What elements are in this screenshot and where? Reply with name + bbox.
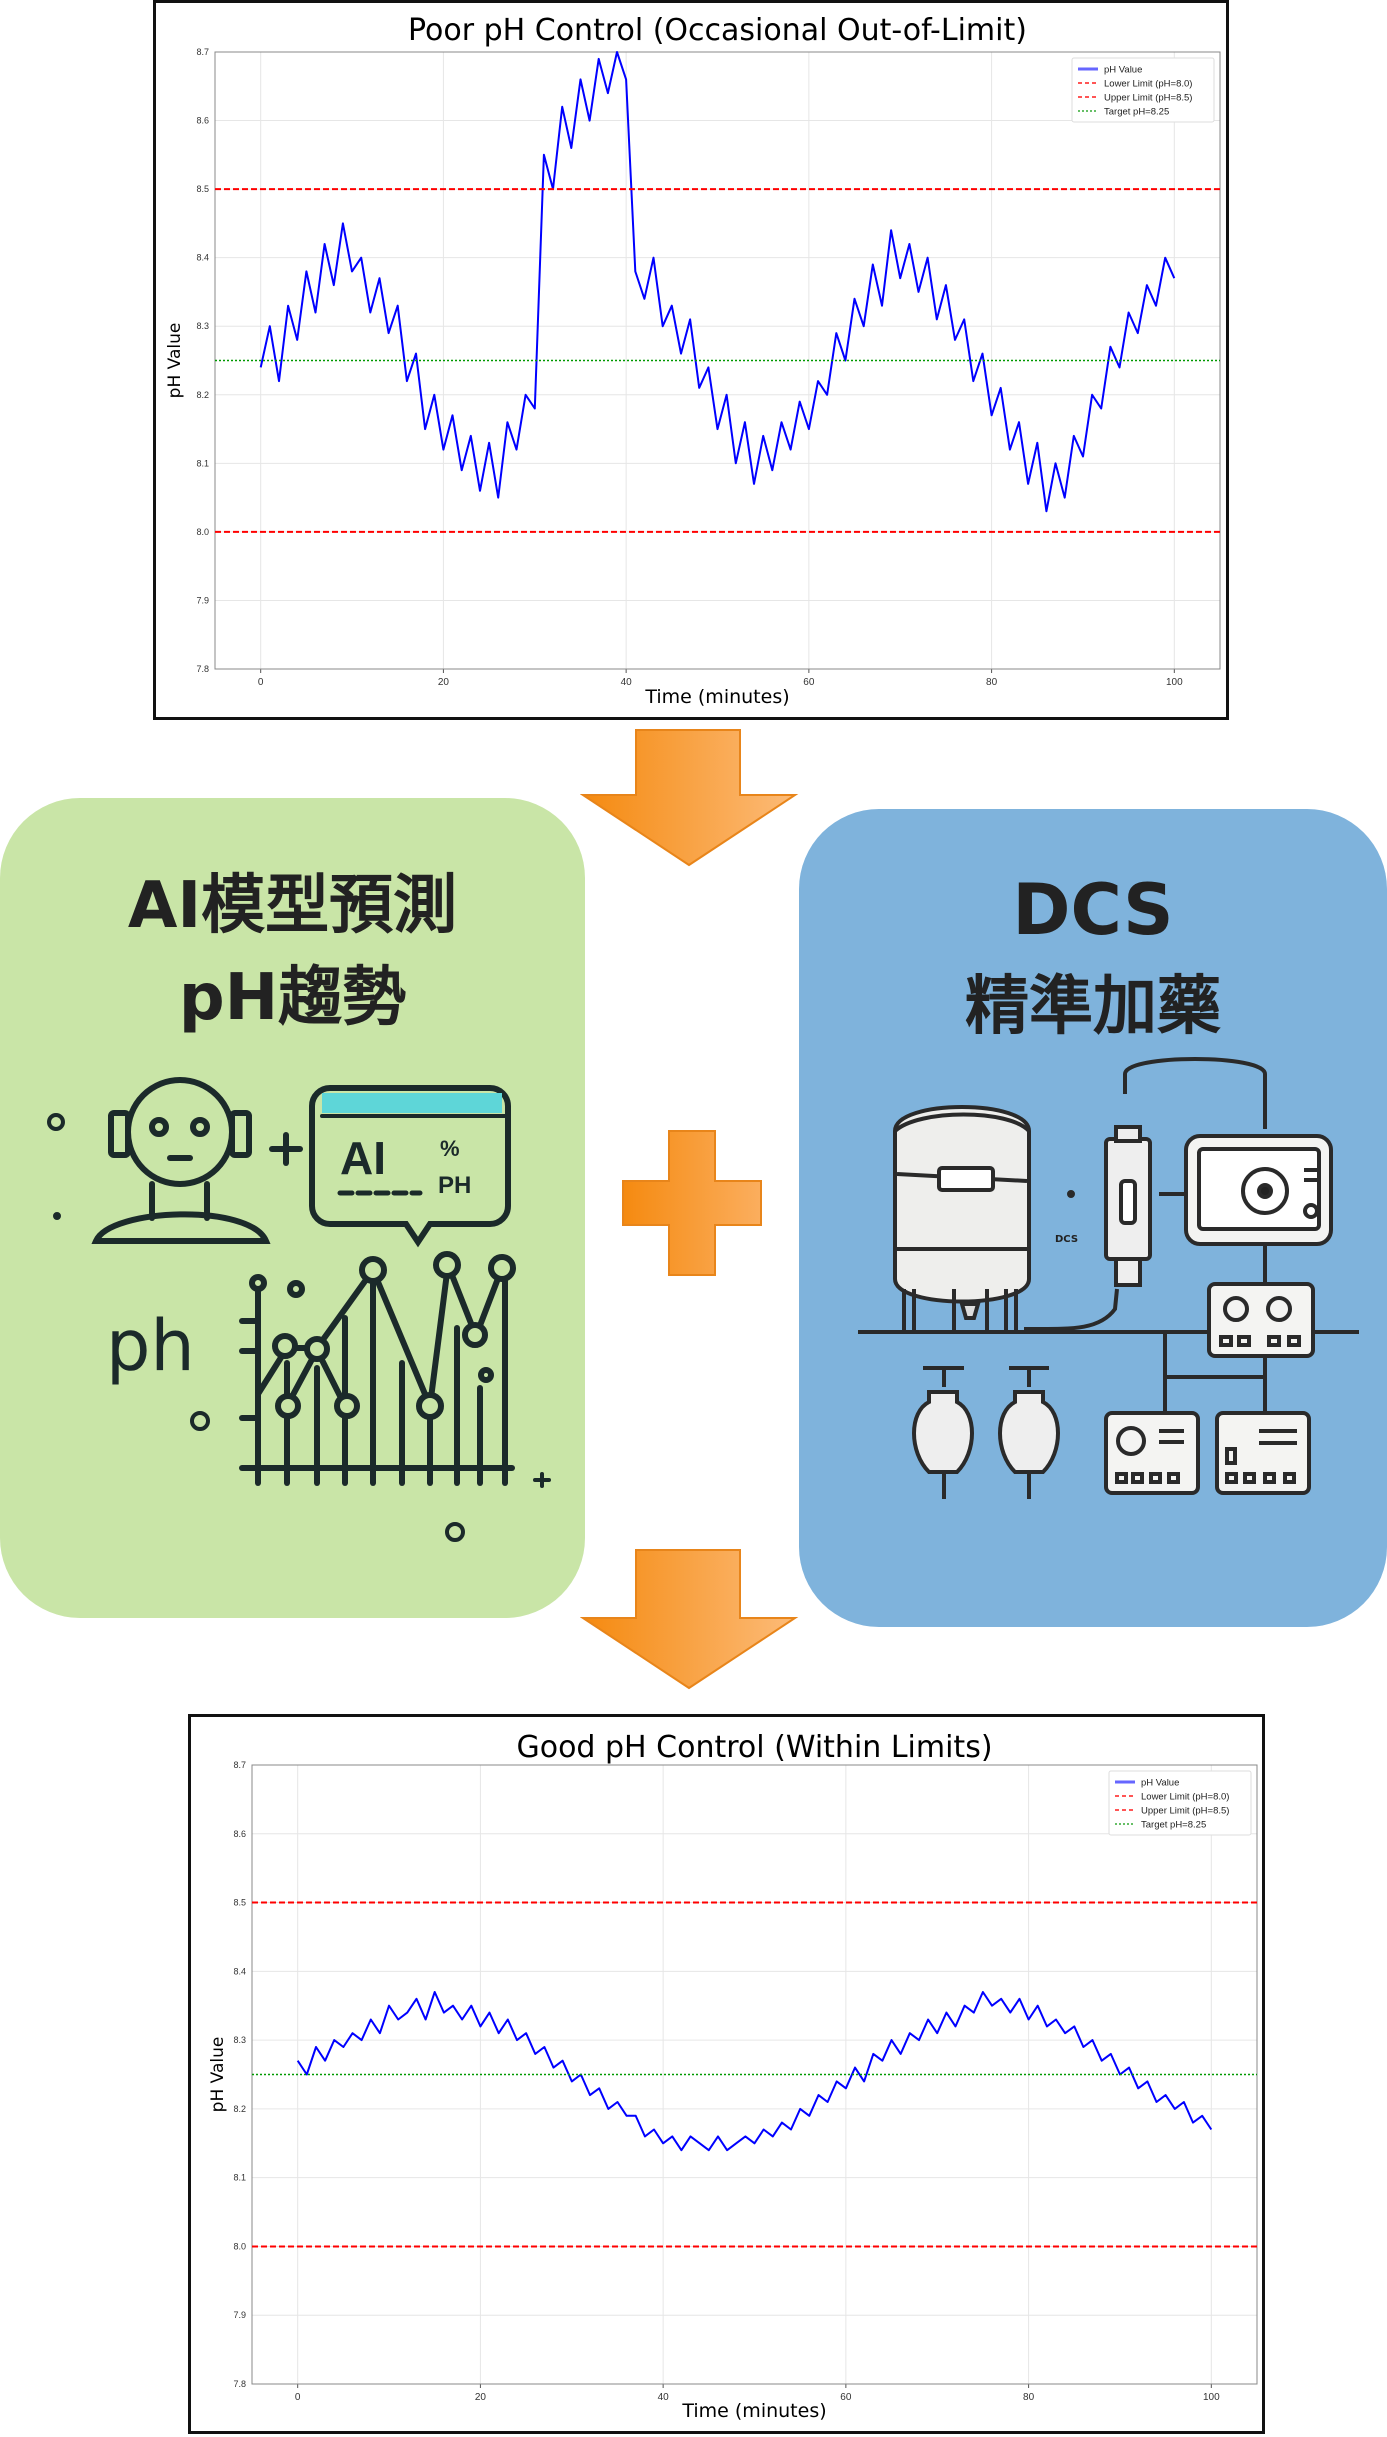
- plus-small-icon: [269, 1132, 303, 1166]
- y-tick-label: 8.0: [196, 527, 209, 537]
- x-tick-label: 20: [475, 2392, 487, 2403]
- svg-text:%: %: [440, 1136, 460, 1161]
- ai-illustration: AI % PH ph: [47, 1077, 551, 1542]
- chart-title: Good pH Control (Within Limits): [516, 1730, 992, 1765]
- dosing-bottle-icon: [912, 1366, 974, 1499]
- legend-entry: Upper Limit (pH=8.5): [1104, 93, 1192, 104]
- y-tick-label: 7.9: [196, 595, 209, 605]
- y-tick-label: 8.5: [196, 184, 209, 194]
- legend-entry: Target pH=8.25: [1104, 107, 1169, 118]
- x-axis-label: Time (minutes): [681, 2400, 826, 2422]
- y-tick-label: 8.3: [196, 321, 209, 331]
- y-tick-label: 8.2: [233, 2104, 246, 2114]
- y-tick-label: 8.4: [233, 1966, 246, 1976]
- y-tick-label: 8.7: [196, 47, 209, 57]
- svg-text:AI: AI: [340, 1132, 386, 1184]
- y-tick-label: 8.1: [196, 458, 209, 468]
- robot-head-icon: [91, 1077, 271, 1244]
- ph-sensor-icon: DCS: [1055, 1057, 1267, 1287]
- ai-panel-title-line2: pH趨勢: [178, 961, 407, 1035]
- y-tick-label: 8.2: [196, 390, 209, 400]
- chart-svg: 0 20 40 60 80 100 7.8 7.9 8.0 8.1 8.2 8.3 8.4 8.5 8.6 8…: [208, 1730, 1258, 2422]
- x-tick-label: 100: [1203, 2392, 1220, 2403]
- y-tick-label: 8.7: [233, 1760, 246, 1770]
- controller-icon: [1207, 1282, 1315, 1358]
- down-arrow-icon: [580, 729, 799, 867]
- x-tick-label: 0: [258, 677, 264, 688]
- y-tick-label: 8.0: [233, 2241, 246, 2251]
- decorative-dots: [47, 1113, 551, 1542]
- plot-area: [214, 51, 1221, 670]
- legend-entry: Upper Limit (pH=8.5): [1141, 1806, 1229, 1817]
- x-tick-label: 80: [986, 677, 998, 688]
- x-tick-label: 0: [295, 2392, 301, 2403]
- plus-icon: [622, 1130, 762, 1276]
- legend-entry: Target pH=8.25: [1141, 1820, 1206, 1831]
- plot-area: [251, 1764, 1258, 2385]
- control-panel-icon: [1104, 1411, 1311, 1495]
- down-arrow-icon-2: [580, 1549, 799, 1690]
- y-tick-label: 8.5: [233, 1898, 246, 1908]
- dcs-small-label: DCS: [1055, 1234, 1078, 1245]
- ph-value-series-line: [259, 51, 1176, 513]
- x-tick-label: 80: [1023, 2392, 1035, 2403]
- ai-panel-title-line1: AI模型預測: [127, 869, 458, 943]
- x-axis-label: Time (minutes): [644, 686, 789, 708]
- dcs-panel-title-line2: 精準加藥: [965, 970, 1221, 1044]
- legend-entry: Lower Limit (pH=8.0): [1104, 79, 1192, 90]
- y-tick-label: 8.6: [196, 116, 209, 126]
- x-tick-label: 40: [621, 677, 633, 688]
- legend-box: [1071, 57, 1215, 123]
- y-tick-label: 8.3: [233, 2035, 246, 2045]
- tank-icon: [893, 1105, 1031, 1332]
- monitor-icon: [1159, 1134, 1333, 1284]
- svg-text:PH: PH: [438, 1172, 471, 1199]
- dcs-dosing-panel: DCS 精準加藥 DCS: [799, 809, 1387, 1627]
- legend-box: [1108, 1770, 1252, 1836]
- dosing-bottle-icon-2: [998, 1366, 1060, 1499]
- y-tick-label: 8.6: [233, 1829, 246, 1839]
- x-tick-label: 60: [840, 2392, 852, 2403]
- ph-value-series-line: [296, 1991, 1213, 2152]
- y-tick-label: 8.4: [196, 253, 209, 263]
- dcs-panel-title-line1: DCS: [1012, 869, 1174, 951]
- y-axis-label: pH Value: [208, 2037, 228, 2113]
- poor-ph-control-chart: 0 20 40 60 80 100 7.8 7.9 8.0 8.1 8.2 8.3 8.4 8.5 8.6 8…: [153, 0, 1229, 720]
- x-tick-label: 20: [438, 677, 450, 688]
- legend-entry: Lower Limit (pH=8.0): [1141, 1792, 1229, 1803]
- dcs-illustration: DCS: [858, 1057, 1359, 1499]
- legend-entry: pH Value: [1104, 65, 1142, 76]
- y-tick-label: 7.8: [196, 664, 209, 674]
- trend-chart-icon: [239, 1251, 516, 1486]
- chart-svg: 0 20 40 60 80 100 7.8 7.9 8.0 8.1 8.2 8.3 8.4 8.5 8.6 8…: [165, 13, 1221, 708]
- x-tick-label: 100: [1166, 677, 1183, 688]
- chat-bubble-icon: AI % PH: [309, 1085, 511, 1248]
- ph-label: ph: [106, 1305, 195, 1387]
- legend-entry: pH Value: [1141, 1778, 1179, 1789]
- y-tick-label: 7.9: [233, 2310, 246, 2320]
- y-tick-label: 7.8: [233, 2379, 246, 2389]
- chart-title: Poor pH Control (Occasional Out-of-Limit…: [408, 13, 1027, 48]
- y-axis-label: pH Value: [165, 323, 185, 399]
- good-ph-control-chart: 0 20 40 60 80 100 7.8 7.9 8.0 8.1 8.2 8.3 8.4 8.5 8.6 8…: [188, 1714, 1265, 2434]
- x-tick-label: 40: [658, 2392, 670, 2403]
- x-tick-label: 60: [803, 677, 815, 688]
- ai-prediction-panel: AI模型預測 pH趨勢 AI % PH ph: [0, 798, 585, 1618]
- y-tick-label: 8.1: [233, 2173, 246, 2183]
